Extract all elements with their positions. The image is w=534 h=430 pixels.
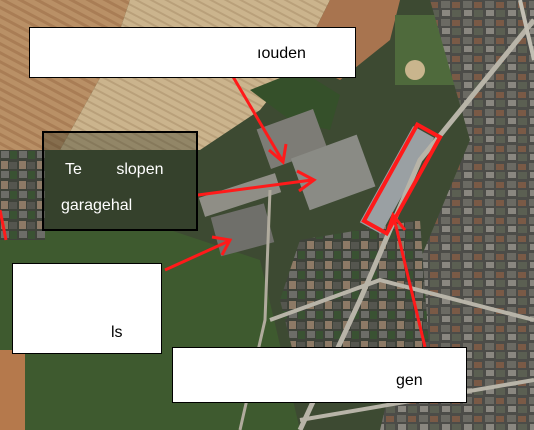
arrow-garage-head — [296, 169, 317, 193]
building-d — [198, 173, 282, 217]
arrow-left — [164, 239, 230, 272]
label-bottom: gen — [172, 347, 467, 403]
arrow-top — [230, 74, 284, 161]
residential-mid — [280, 220, 430, 380]
urban-west — [0, 150, 45, 240]
label-left-text: ls — [111, 324, 123, 341]
apartment-block — [359, 126, 435, 234]
road-east-west — [269, 277, 534, 322]
label-bottom-text: gen — [396, 372, 423, 389]
label-garage: Te slopen garagehal — [42, 131, 198, 231]
building-b — [290, 134, 376, 211]
road-north — [518, 0, 534, 61]
label-top-text: ıouden — [257, 45, 306, 62]
label-garage-line2: garagehal — [61, 197, 133, 214]
arrow-left-head — [211, 235, 233, 256]
red-mark-left-edge — [0, 209, 8, 241]
park-circle — [405, 60, 425, 80]
highlight-rectangle — [361, 121, 443, 237]
label-left: ls — [12, 263, 162, 354]
arrow-bottom-head — [385, 211, 407, 234]
orange-field — [0, 350, 25, 430]
arrow-bottom — [392, 217, 427, 348]
arrow-top-head — [268, 143, 288, 165]
label-garage-line1: Te slopen — [65, 161, 164, 178]
tree-line — [250, 70, 340, 130]
red-annotations — [164, 74, 443, 348]
label-top: ıouden — [29, 27, 356, 78]
arrow-garage — [197, 178, 313, 197]
